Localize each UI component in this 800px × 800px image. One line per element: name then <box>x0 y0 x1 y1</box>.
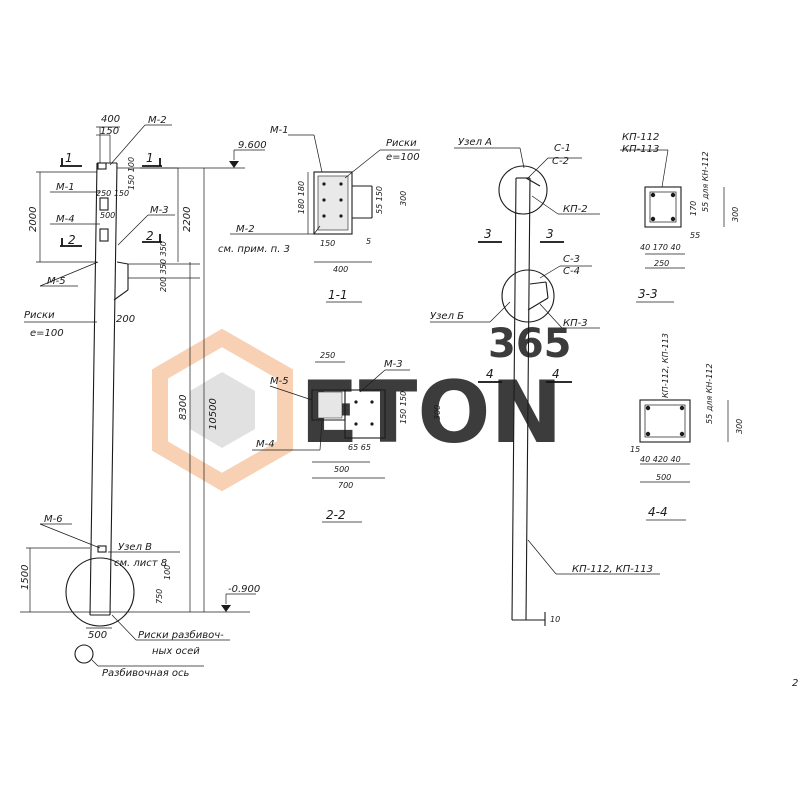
node-b-ref: см. лист 8 <box>114 558 167 569</box>
sec33-dim-300: 300 <box>731 207 740 222</box>
dim-750: 750 <box>155 589 164 604</box>
sec22-dim-700: 700 <box>338 481 353 490</box>
node-b-label: Узел В <box>118 542 152 553</box>
sec44-side-note: КП-112, КП-113 <box>661 333 670 398</box>
sec44-dim-500: 500 <box>656 473 671 482</box>
sec22-dim-65: 65 65 <box>348 443 371 452</box>
section-3-3: КП-112 КП-113 55 для КН-112 170 55 300 4… <box>620 132 740 302</box>
axis-label: Разбивочная ось <box>102 667 190 679</box>
dim-10500: 10500 <box>208 398 219 430</box>
label-c1: С-1 <box>554 143 571 154</box>
section-mark-4-right: 4 <box>552 367 560 381</box>
elevation-top: 9.600 <box>238 140 267 151</box>
marks-note: Риски <box>24 310 55 321</box>
sec11-mark-m1: М-1 <box>270 125 289 136</box>
section-mark-1: 1 <box>65 151 73 165</box>
sec44-dim-15: 15 <box>630 445 640 454</box>
sec33-kp112: КП-112 <box>622 132 659 143</box>
mark-m4: М-4 <box>56 214 75 225</box>
sec33-dim-55: 55 <box>690 231 700 240</box>
mark-m1: М-1 <box>56 182 75 193</box>
dim-150: 150 <box>100 126 119 137</box>
sec22-mark-m5: М-5 <box>270 376 289 387</box>
sec33-side-note: 55 для КН-112 <box>701 151 710 212</box>
dim-2000: 2000 <box>28 207 39 232</box>
label-kp112-113: КП-112, КП-113 <box>572 564 653 575</box>
elevation-bottom: -0.900 <box>228 584 260 595</box>
sec22-dim-250: 250 <box>320 351 335 360</box>
marks-spacing: е=100 <box>30 328 64 339</box>
label-c3: С-3 <box>563 254 580 265</box>
sec11-dim-300: 300 <box>399 191 408 206</box>
sec33-kp113: КП-113 <box>622 144 659 155</box>
node-b-label-mid: Узел Б <box>430 311 464 322</box>
sec22-dim-300: 300 <box>433 405 442 420</box>
mark-m6: М-6 <box>44 514 63 525</box>
dim-200: 200 <box>116 314 135 325</box>
sec22-mark-m4: М-4 <box>256 439 275 450</box>
dim-2200: 2200 <box>182 207 193 232</box>
sec22-dim-500: 500 <box>334 465 349 474</box>
dim-1500: 1500 <box>20 565 31 590</box>
dim-150-100: 150 100 <box>127 157 136 190</box>
sec44-title: 4-4 <box>648 505 668 519</box>
section-mark-2-right: 2 <box>146 229 154 243</box>
watermark: ETON 365 <box>160 321 572 482</box>
dim-250-150: 250 150 <box>96 189 129 198</box>
section-4-4: КП-112, КП-113 55 для КН-112 300 15 40 4… <box>630 333 744 520</box>
sec22-mark-m3: М-3 <box>384 359 403 370</box>
sec44-bottom-dims: 40 420 40 <box>640 455 681 464</box>
axis-marks-note: Риски разбивоч- <box>138 629 224 641</box>
label-kp3: КП-3 <box>563 318 588 329</box>
sec11-mark-m2: М-2 <box>236 224 255 235</box>
dim-400: 400 <box>101 114 120 125</box>
dim-500: 500 <box>100 211 115 220</box>
watermark-number: 365 <box>488 321 572 367</box>
mark-m2: М-2 <box>148 115 167 126</box>
label-kp2: КП-2 <box>563 204 588 215</box>
dim-200-350: 200 350 350 <box>159 241 168 292</box>
watermark-logo-inner-icon <box>190 372 255 448</box>
section-mark-3-left: 3 <box>484 227 492 241</box>
sec22-dim-150: 150 150 <box>399 391 408 424</box>
sec11-marks: Риски <box>386 138 417 149</box>
section-mark-1-right: 1 <box>146 151 154 165</box>
dim-8300: 8300 <box>178 395 189 420</box>
axis-bubble <box>75 645 93 663</box>
sec11-dim-180: 180 180 <box>297 181 306 214</box>
section-1-1: М-1 Риски е=100 180 180 150 400 55 150 3… <box>218 125 420 302</box>
section-mark-2: 2 <box>68 233 76 247</box>
sec11-dim-400: 400 <box>333 265 348 274</box>
sec11-dim-150: 150 <box>320 239 335 248</box>
mark-m3: М-3 <box>150 205 169 216</box>
sec33-dim-250: 250 <box>654 259 669 268</box>
sec11-title: 1-1 <box>328 288 348 302</box>
sec33-dim-170: 170 <box>689 201 698 216</box>
sec22-title: 2-2 <box>326 508 346 522</box>
sec11-note: см. прим. п. 3 <box>218 244 290 255</box>
section-mark-4-left: 4 <box>486 367 494 381</box>
sec33-bottom-dims: 40 170 40 <box>640 243 681 252</box>
section-mark-3-right: 3 <box>546 227 554 241</box>
axis-marks-note-2: ных осей <box>152 646 200 657</box>
label-c4: С-4 <box>563 266 580 277</box>
mark-m5: М-5 <box>47 276 66 287</box>
node-a-label: Узел А <box>458 137 492 148</box>
sec33-title: 3-3 <box>638 287 658 301</box>
dim-500-bottom: 500 <box>88 630 107 641</box>
page-number: 2 <box>792 678 798 689</box>
sec44-side-note-2: 55 для КН-112 <box>705 363 714 424</box>
sec11-dim-5: 5 <box>366 237 371 246</box>
dim-10: 10 <box>550 615 560 624</box>
sec44-dim-300: 300 <box>735 419 744 434</box>
sec11-marks-spacing: е=100 <box>386 152 420 163</box>
label-c2: С-2 <box>552 156 569 167</box>
sec11-dim-55: 55 150 <box>375 186 384 214</box>
